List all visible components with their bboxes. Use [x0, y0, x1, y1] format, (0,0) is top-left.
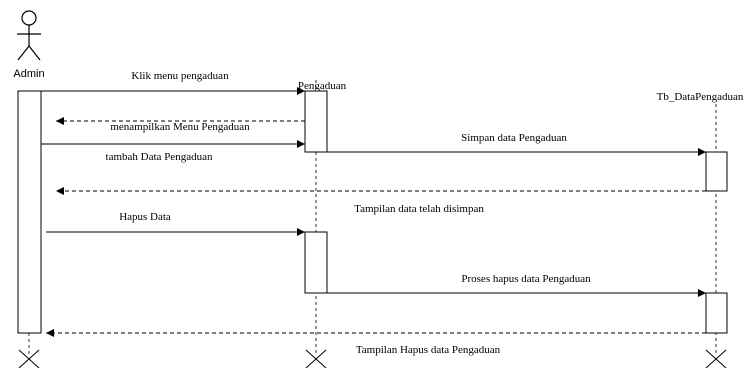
message-label-m7: Proses hapus data Pengaduan	[461, 273, 591, 285]
message-label-m8: Tampilan Hapus data Pengaduan	[356, 344, 501, 356]
admin-actor	[17, 10, 41, 61]
actor-left-leg	[17, 45, 30, 61]
message-label-m4: Simpan data Pengaduan	[461, 132, 567, 144]
message-label-m1: Klik menu pengaduan	[131, 70, 229, 82]
activation-tb-1	[705, 151, 728, 192]
destroy-mark-admin	[18, 349, 40, 369]
participant-label-tb-datapengaduan: Tb_DataPengaduan	[657, 91, 744, 103]
activation-admin	[17, 90, 42, 334]
activation-tb-2	[705, 292, 728, 334]
actor-head	[21, 10, 37, 26]
destroy-mark-pengaduan	[305, 349, 327, 369]
destroy-mark-tb-datapengaduan	[705, 349, 727, 369]
message-label-m5: Tampilan data telah disimpan	[354, 203, 484, 215]
message-label-m3: tambah Data Pengaduan	[106, 151, 213, 163]
actor-right-leg	[28, 45, 41, 61]
activation-pengaduan-1	[304, 90, 328, 153]
message-label-m2: menampilkan Menu Pengaduan	[110, 121, 250, 133]
participant-label-pengaduan: Pengaduan	[298, 80, 347, 92]
actor-label: Admin	[13, 68, 44, 80]
message-label-m6: Hapus Data	[119, 211, 171, 223]
activation-pengaduan-2	[304, 231, 328, 294]
